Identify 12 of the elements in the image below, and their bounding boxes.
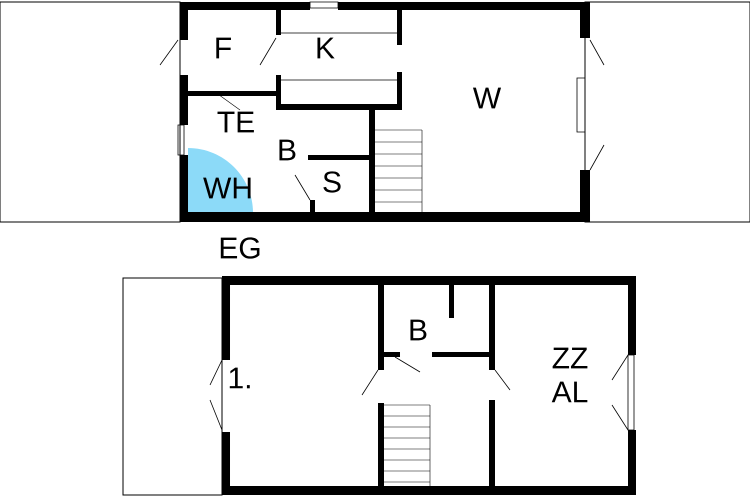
- room-label: B: [279, 140, 296, 160]
- room-label: K: [317, 38, 335, 58]
- room-label: EG: [220, 237, 260, 259]
- room-label: ZZ: [552, 348, 588, 368]
- room-label: TE: [218, 112, 254, 132]
- room-label: AL: [552, 382, 588, 402]
- room-label: B: [410, 320, 426, 340]
- room-label: WH: [203, 178, 251, 198]
- room-label: S: [323, 171, 341, 193]
- room-label: 1.: [230, 368, 250, 388]
- room-label: W: [472, 88, 502, 108]
- room-label: F: [216, 38, 231, 58]
